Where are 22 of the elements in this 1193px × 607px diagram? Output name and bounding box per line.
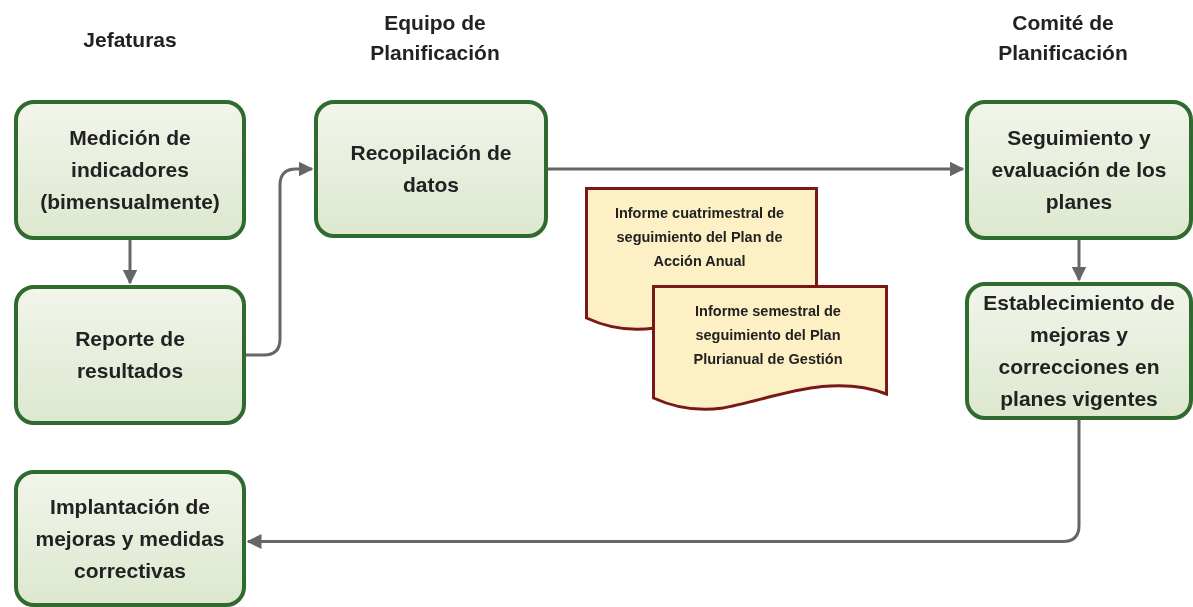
process-label: Recopilación de datos	[349, 140, 513, 198]
process-box	[14, 285, 246, 425]
process-label: Reporte de resultados	[74, 326, 186, 384]
document-text: Informe semestral de seguimiento del Plan Plurianual de Gestión	[692, 302, 844, 369]
process-label: Medición de indicadores (bimensualmente)	[39, 125, 221, 215]
arrow	[548, 161, 965, 177]
column-header: Equipo de Planificación	[369, 10, 501, 66]
process-label: Implantación de mejoras y medidas correctivas	[34, 493, 226, 584]
arrow	[1071, 240, 1087, 282]
process-box	[965, 100, 1193, 240]
process-box	[314, 100, 548, 238]
arrow	[122, 240, 138, 285]
process-box	[14, 470, 246, 607]
column-header: Jefaturas	[82, 27, 178, 53]
process-box	[965, 282, 1193, 420]
column-header: Comité de Planificación	[997, 10, 1129, 66]
process-label: Seguimiento y evaluación de los planes	[990, 125, 1168, 215]
process-box	[14, 100, 246, 240]
arrow	[246, 420, 1081, 549]
process-label: Establecimiento de mejoras y correcciones en planes vigentes	[982, 290, 1176, 412]
document-text: Informe cuatrimestral de seguimiento del Plan de Acción Anual	[613, 204, 786, 271]
arrow	[246, 161, 314, 357]
